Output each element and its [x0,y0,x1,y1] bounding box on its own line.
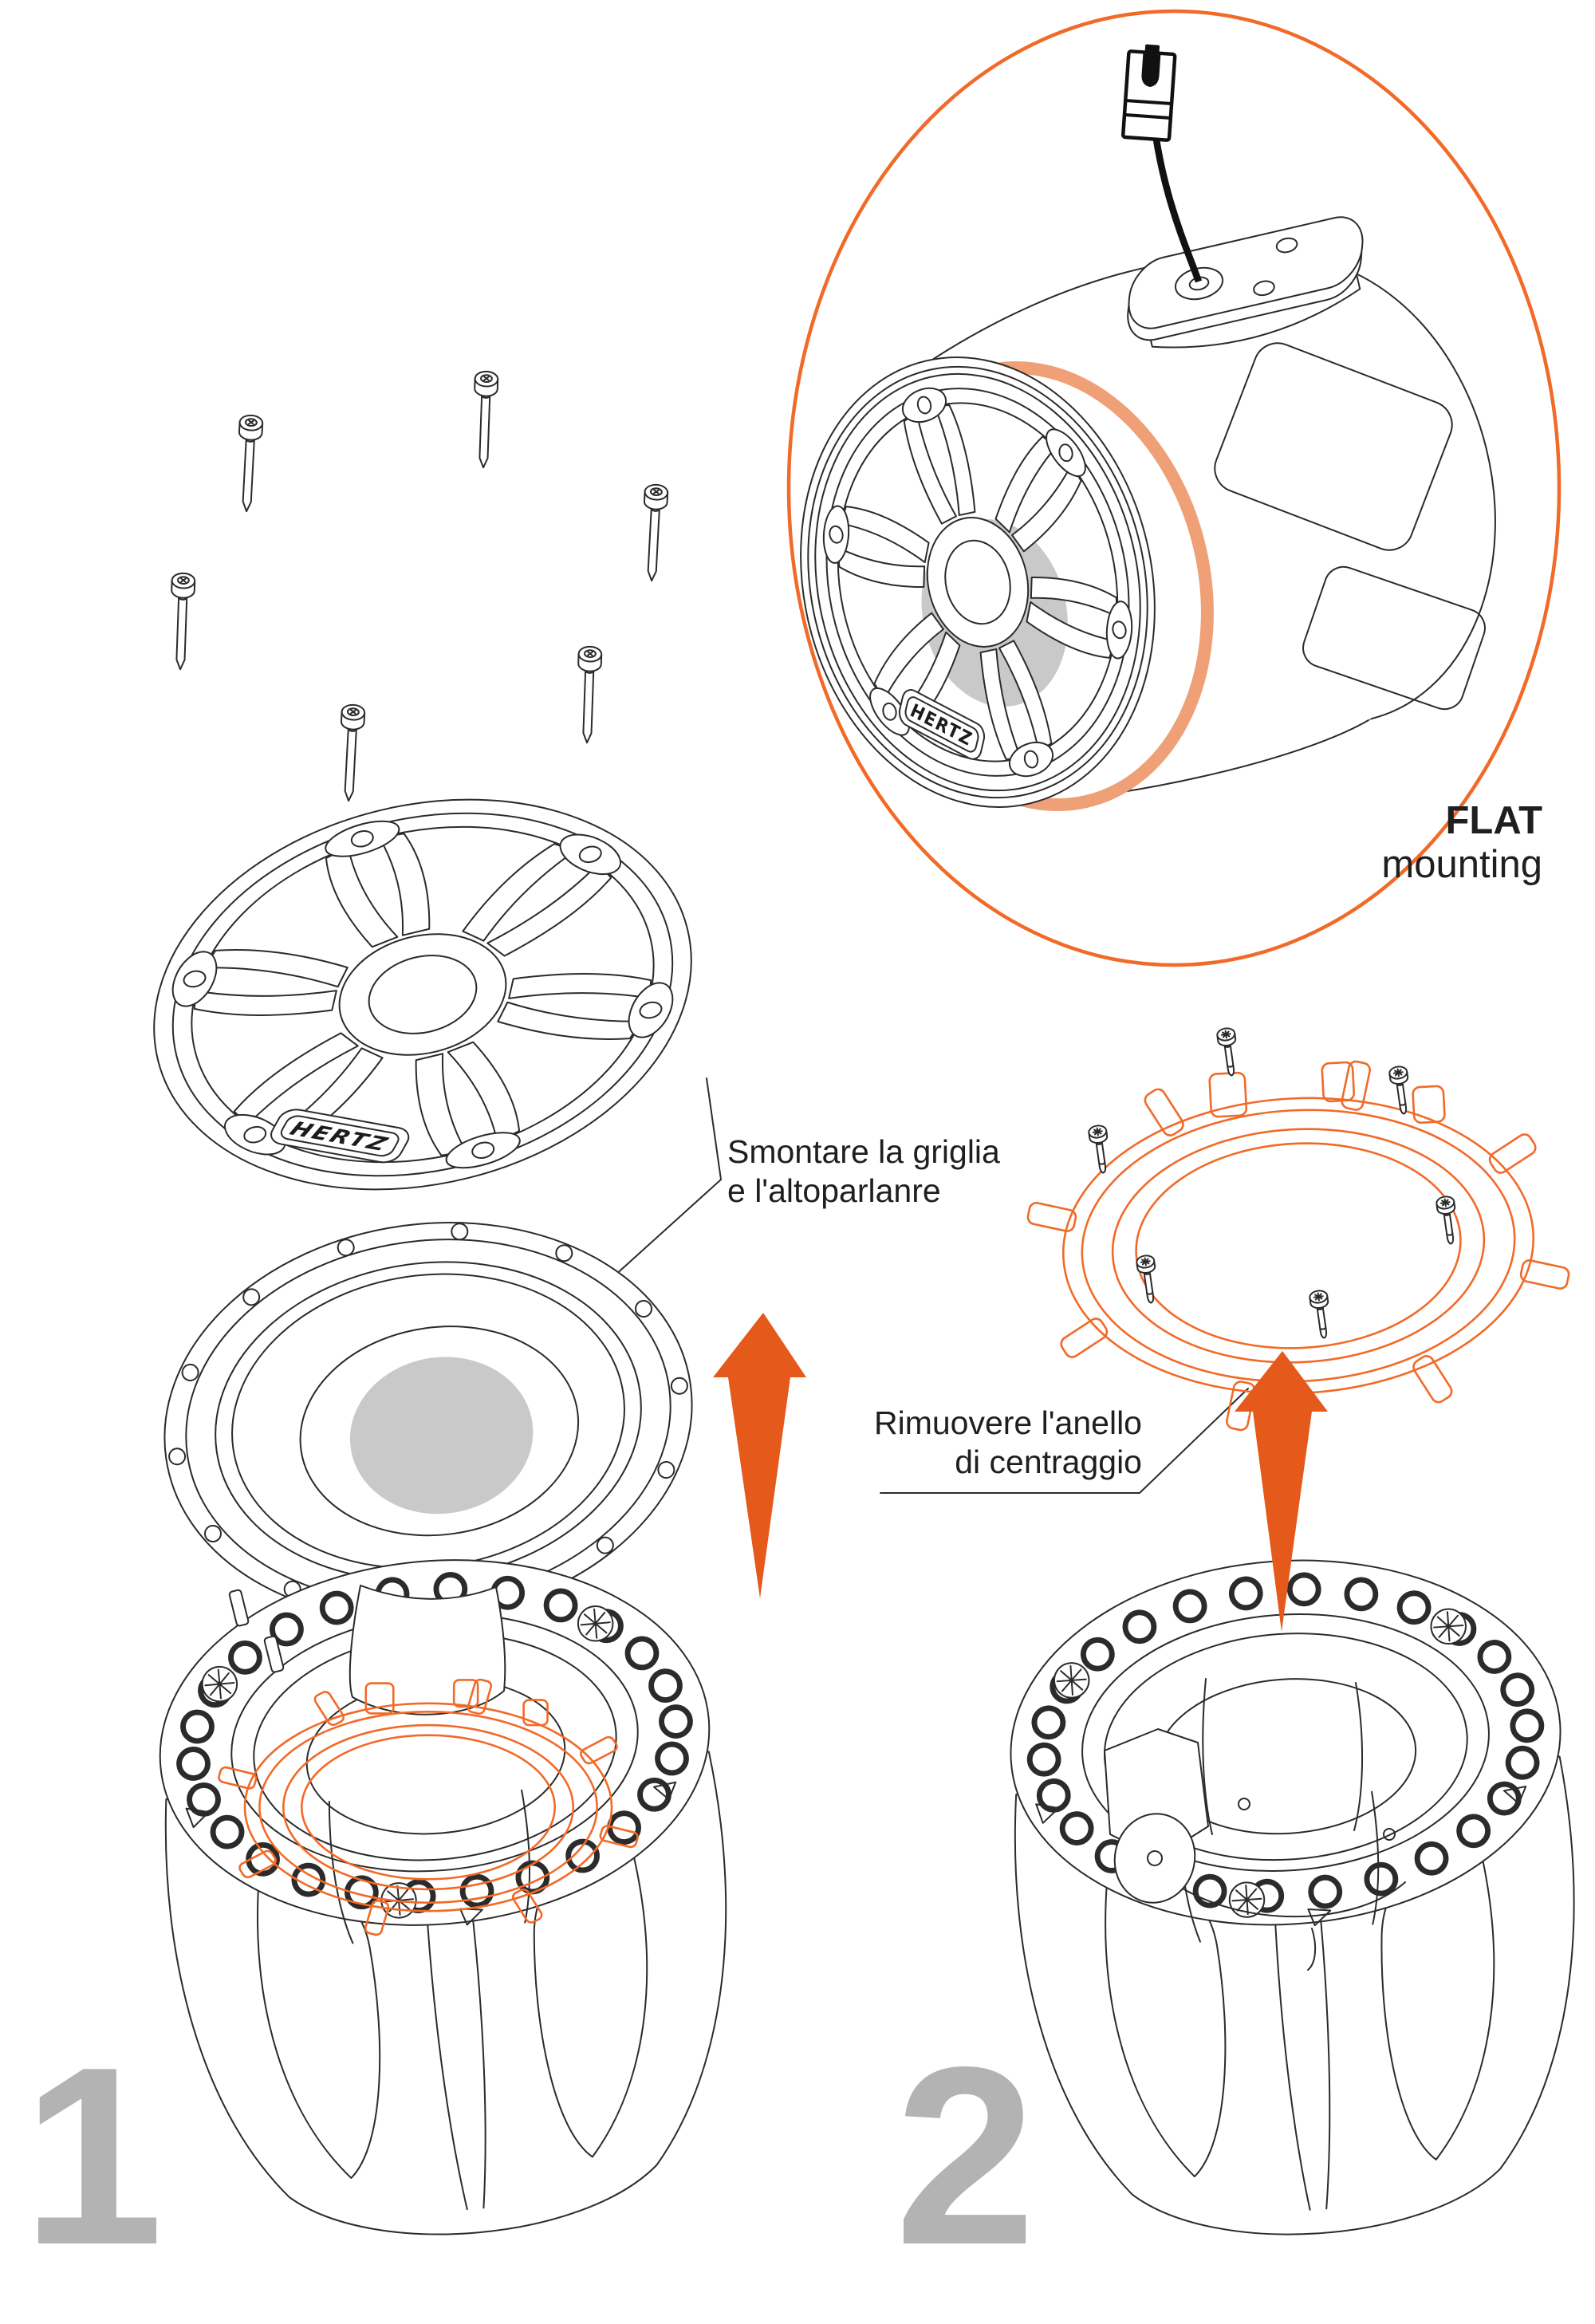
mounting-plate [1108,211,1388,366]
enclosure-step1-interior [229,1585,505,1715]
inset-label-bold: FLAT [1445,799,1542,842]
inset-circle [786,9,1562,967]
inset-label: FLAT mounting [1207,799,1542,887]
step1-screws [167,370,669,802]
enclosure-step2 [995,1542,1595,2253]
grille-illustration [112,745,733,1243]
assembled-grille [775,341,1181,823]
leader-line-step1 [613,1078,721,1277]
step1-number: 1 [22,2015,163,2298]
enclosure-step2-interior [1105,1679,1405,1970]
step2-number: 2 [895,2015,1036,2298]
up-arrow-step1 [713,1313,806,1598]
cable-connector-icon [1120,44,1177,142]
up-arrow-step2 [1235,1351,1328,1632]
step1-caption: Smontare la griglia e l'altoparlanre [727,1133,1000,1210]
step2-screws [1087,1026,1461,1341]
leader-line-step2 [880,1388,1248,1493]
assembled-speaker-illustration [757,44,1542,843]
body-panel-lines [1208,337,1491,715]
step2-caption: Rimuovere l'anello di centraggio [874,1404,1142,1481]
inset-label-regular: mounting [1381,842,1542,886]
